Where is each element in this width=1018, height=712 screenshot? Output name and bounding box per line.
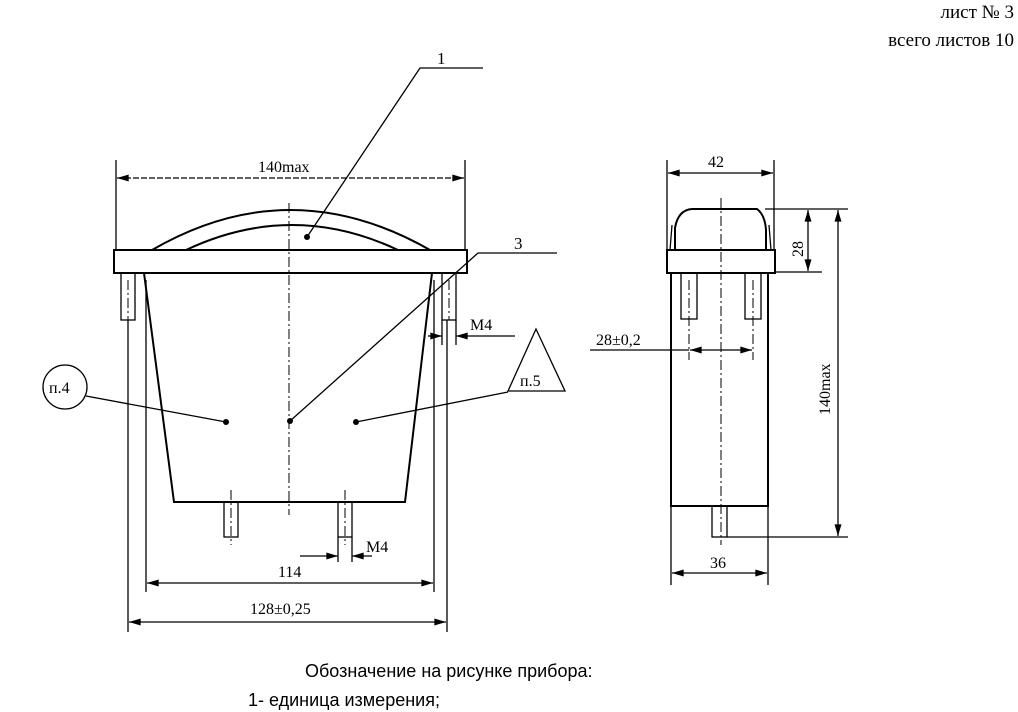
front-flange — [113, 249, 468, 274]
dim-140max-side: 140max — [817, 363, 834, 415]
caption-item-1: 1- единица измерения; — [248, 690, 440, 710]
dim-114: 114 — [278, 564, 301, 581]
thread-m4-right: M4 — [470, 317, 492, 334]
dial-arc-outer — [151, 209, 431, 251]
front-view: 140max 114 128±0,25 M4 M4 — [42, 49, 567, 632]
note-triangle — [506, 327, 567, 392]
note-circle — [42, 364, 88, 410]
dial-arc-inner — [185, 224, 399, 251]
leader-1 — [306, 67, 483, 238]
body-outline — [143, 272, 433, 503]
dim-28: 28 — [790, 241, 807, 257]
thread-m4-bottom: M4 — [366, 539, 388, 556]
note-p5: п.5 — [520, 373, 541, 390]
callout-3: 3 — [514, 234, 523, 253]
dim-140max: 140max — [258, 159, 310, 176]
total-sheets: всего листов 10 — [888, 30, 1014, 51]
dim-128: 128±0,25 — [250, 601, 311, 618]
dim-28-0-2: 28±0,2 — [596, 332, 641, 349]
sheet-number: лист № 3 — [940, 2, 1014, 23]
leader-3 — [289, 252, 557, 422]
note-p4: п.4 — [49, 380, 70, 397]
stud-bottom-right — [337, 501, 353, 538]
dim-42: 42 — [708, 154, 724, 171]
side-stud-bottom — [711, 505, 728, 538]
side-view: 42 28±0,2 28 140max 36 — [590, 154, 848, 585]
callout-1: 1 — [437, 49, 446, 68]
caption-title: Обозначение на рисунке прибора: — [305, 661, 593, 681]
stud-bottom-left — [223, 501, 239, 538]
side-cap — [674, 208, 767, 250]
dim-36: 36 — [710, 555, 726, 572]
